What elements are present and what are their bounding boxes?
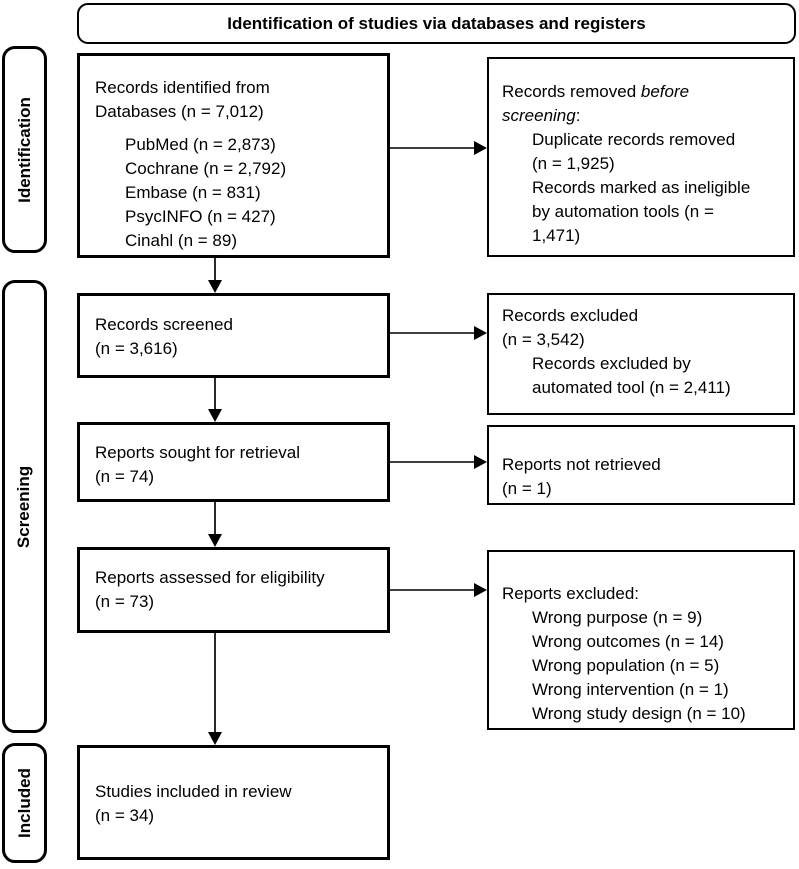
- box-studies-included: Studies included in review (n = 34): [77, 745, 390, 860]
- arrow-down-icon: [208, 732, 222, 745]
- reports-excluded-sub-3: Wrong population (n = 5): [532, 656, 720, 675]
- arrow-down-icon: [208, 409, 222, 422]
- arrow-down-icon: [208, 280, 222, 293]
- box-reports-sought: Reports sought for retrieval (n = 74): [77, 422, 390, 502]
- reports-sought-head-1: Reports sought for retrieval: [95, 443, 301, 462]
- stage-label-identification-text: Identification: [14, 96, 34, 203]
- arrow-line: [390, 589, 474, 591]
- reports-excluded-sub-4: Wrong intervention (n = 1): [532, 680, 729, 699]
- reports-assessed-head-2: (n = 73): [95, 592, 155, 611]
- diagram-title: Identification of studies via databases …: [227, 13, 646, 33]
- studies-included-head-1: Studies included in review: [95, 782, 292, 801]
- records-removed-sub-4: by automation tools (n =: [532, 202, 714, 221]
- records-excluded-head-1: Records excluded: [502, 306, 639, 325]
- arrow-right-icon: [474, 141, 487, 155]
- arrow-right-icon: [474, 583, 487, 597]
- records-screened-head-1: Records screened: [95, 315, 233, 334]
- records-removed-head-2-normal: :: [575, 106, 581, 125]
- records-removed-head-1-normal: Records removed: [502, 82, 641, 101]
- box-records-screened: Records screened (n = 3,616): [77, 293, 390, 378]
- reports-excluded-sub-5: Wrong study design (n = 10): [532, 704, 746, 723]
- reports-excluded-sub-2: Wrong outcomes (n = 14): [532, 632, 724, 651]
- box-records-excluded: Records excluded (n = 3,542) Records exc…: [487, 293, 795, 415]
- records-removed-head-2: screening:: [502, 104, 785, 128]
- reports-not-retrieved-head-2: (n = 1): [502, 479, 552, 498]
- arrow-right-icon: [474, 326, 487, 340]
- arrow-line: [214, 502, 216, 536]
- records-identified-head-1: Records identified from: [95, 78, 270, 97]
- studies-included-head-2: (n = 34): [95, 806, 155, 825]
- box-reports-assessed: Reports assessed for eligibility (n = 73…: [77, 547, 390, 633]
- reports-sought-head-2: (n = 74): [95, 467, 155, 486]
- arrow-line: [390, 461, 474, 463]
- arrow-right-icon: [474, 455, 487, 469]
- records-excluded-sub-1: Records excluded by: [532, 354, 691, 373]
- records-identified-head-2: Databases (n = 7,012): [95, 102, 264, 121]
- box-records-removed: Records removed before screening: Duplic…: [487, 57, 795, 257]
- records-removed-sub-5: 1,471): [532, 226, 581, 245]
- records-removed-sub-1: Duplicate records removed: [532, 130, 736, 149]
- stage-label-included-text: Included: [14, 768, 34, 838]
- reports-excluded-sub-1: Wrong purpose (n = 9): [532, 608, 703, 627]
- database-count-cinahl: Cinahl (n = 89): [125, 231, 237, 250]
- records-removed-sub-3: Records marked as ineligible: [532, 178, 751, 197]
- records-removed-sub-2: (n = 1,925): [532, 154, 615, 173]
- database-count-embase: Embase (n = 831): [125, 183, 261, 202]
- records-excluded-head-2: (n = 3,542): [502, 330, 585, 349]
- stage-label-screening-text: Screening: [14, 465, 34, 548]
- arrow-line: [390, 147, 474, 149]
- reports-excluded-head-1: Reports excluded:: [502, 584, 640, 603]
- database-count-psycinfo: PsycINFO (n = 427): [125, 207, 276, 226]
- arrow-line: [390, 332, 474, 334]
- records-removed-head-2-italic: screening: [502, 106, 576, 125]
- stage-label-identification: Identification: [2, 46, 47, 253]
- stage-label-included: Included: [2, 743, 47, 863]
- stage-label-screening: Screening: [2, 280, 47, 733]
- records-removed-head-1-italic: before: [640, 82, 690, 101]
- records-removed-head-1: Records removed before: [502, 80, 785, 104]
- records-excluded-sub-2: automated tool (n = 2,411): [532, 378, 731, 397]
- box-records-identified: Records identified from Databases (n = 7…: [77, 53, 390, 258]
- arrow-line: [214, 633, 216, 734]
- arrow-down-icon: [208, 534, 222, 547]
- arrow-line: [214, 258, 216, 282]
- reports-not-retrieved-head-1: Reports not retrieved: [502, 455, 661, 474]
- records-screened-head-2: (n = 3,616): [95, 339, 178, 358]
- diagram-title-box: Identification of studies via databases …: [77, 3, 796, 44]
- arrow-line: [214, 378, 216, 411]
- reports-assessed-head-1: Reports assessed for eligibility: [95, 568, 325, 587]
- box-reports-not-retrieved: Reports not retrieved (n = 1): [487, 425, 795, 505]
- box-reports-excluded: Reports excluded: Wrong purpose (n = 9) …: [487, 550, 795, 730]
- database-count-pubmed: PubMed (n = 2,873): [125, 135, 276, 154]
- database-count-cochrane: Cochrane (n = 2,792): [125, 159, 287, 178]
